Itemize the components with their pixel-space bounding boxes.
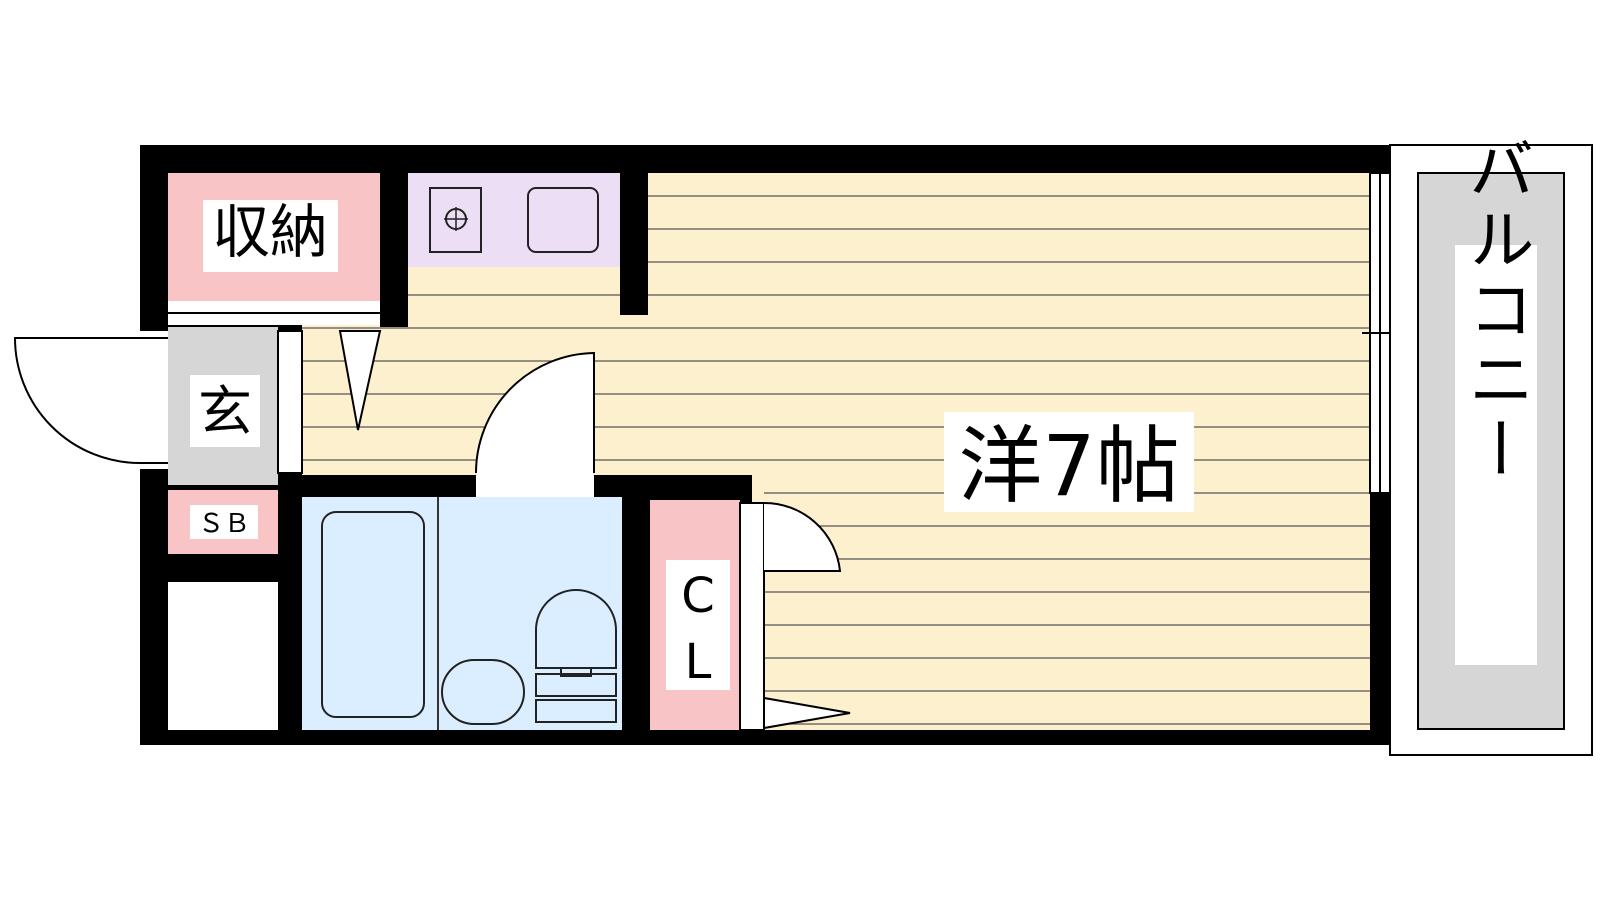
toilet-icon <box>535 589 617 669</box>
shoe-box: ＳＢ <box>168 490 278 554</box>
closet-door-arrow <box>763 696 851 730</box>
laundry-space <box>168 582 278 730</box>
front-door-gap <box>140 331 168 469</box>
sink-icon <box>527 187 599 253</box>
closet: C L <box>650 500 740 730</box>
storage-label: 収納 <box>212 198 328 266</box>
bathroom-door-swing <box>475 351 595 474</box>
bathtub-icon <box>321 511 425 718</box>
stove-icon <box>429 187 482 253</box>
front-door-swing <box>13 337 141 464</box>
entrance-label-bg <box>190 375 260 447</box>
balcony-label: バルコニー <box>1458 135 1535 485</box>
western-room-label-bg <box>944 412 1194 512</box>
bathroom <box>302 497 622 730</box>
storage-label-bg <box>203 200 338 272</box>
kitchen-partition-wall <box>620 173 648 315</box>
western-room-label: 洋7帖 <box>958 417 1179 515</box>
storage-room: 収納 <box>168 173 380 325</box>
closet-door-swing <box>763 501 842 572</box>
shoe-box-label: ＳＢ <box>198 509 250 539</box>
floor-boards <box>302 195 1370 725</box>
closet-label-c: C <box>681 568 715 624</box>
balcony: バルコニー <box>1389 135 1593 756</box>
entrance-label: 玄 <box>198 380 252 443</box>
shoe-box-label-bg <box>190 505 258 539</box>
entrance: 玄 <box>168 327 278 485</box>
storage-wall <box>380 173 408 327</box>
washbasin-icon <box>441 659 525 725</box>
kitchen-counter <box>408 173 620 267</box>
closet-label-l: L <box>685 634 712 690</box>
balcony-label-bg <box>1455 245 1537 665</box>
closet-label-bg <box>666 560 730 690</box>
door-swing-arrow <box>338 330 382 431</box>
bathroom-door-opening <box>476 470 594 497</box>
